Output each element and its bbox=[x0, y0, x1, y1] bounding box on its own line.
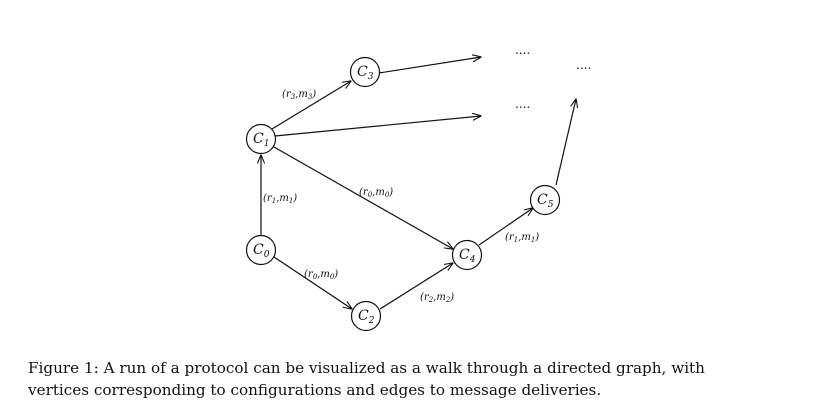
svg-text:C3: C3 bbox=[357, 64, 374, 82]
svg-text:C2: C2 bbox=[358, 308, 375, 326]
edge-c0-c2 bbox=[273, 256, 352, 309]
edge-c1-c4 bbox=[273, 146, 453, 249]
continuation-dots: .... bbox=[576, 58, 591, 72]
node-c5: C5 bbox=[529, 184, 561, 216]
svg-text:C0: C0 bbox=[253, 242, 270, 260]
edge-label-c2-c4: (r2,m2) bbox=[420, 292, 454, 304]
node-c3: C3 bbox=[349, 56, 381, 88]
edge-label-c1-c4: (r0,m0) bbox=[359, 187, 393, 199]
node-c1: C1 bbox=[245, 123, 277, 155]
caption-line-1: Figure 1: A run of a protocol can be vis… bbox=[28, 359, 705, 377]
edge-label-c4-c5: (r1,m1) bbox=[505, 232, 539, 244]
edge-c3-continuation bbox=[378, 57, 481, 74]
continuation-dots: .... bbox=[515, 97, 530, 111]
caption-line-2: vertices corresponding to configurations… bbox=[28, 381, 602, 399]
figure-caption: Figure 1: A run of a protocol can be vis… bbox=[28, 357, 818, 401]
edge-c5-continuation bbox=[555, 99, 576, 186]
edge-c1-c3 bbox=[271, 81, 351, 130]
svg-text:C5: C5 bbox=[537, 192, 554, 210]
node-c4: C4 bbox=[451, 239, 483, 271]
edge-c2-c4 bbox=[379, 263, 453, 310]
node-c2: C2 bbox=[350, 300, 382, 332]
node-c0: C0 bbox=[245, 234, 277, 266]
edge-label-c0-c2: (r0,m0) bbox=[304, 269, 338, 281]
edge-c4-c5 bbox=[478, 208, 533, 246]
continuation-dots: .... bbox=[515, 43, 530, 57]
svg-text:C1: C1 bbox=[253, 131, 269, 149]
edge-label-c1-c3: (r3,m3) bbox=[282, 89, 316, 101]
edge-label-c0-c1: (r1,m1) bbox=[263, 193, 297, 205]
edge-c1-continuation bbox=[274, 116, 481, 137]
svg-text:C4: C4 bbox=[459, 247, 476, 265]
protocol-run-graph: .... .... .... (r3,m3) (r1,m1) (r0,m0) (… bbox=[245, 43, 591, 332]
